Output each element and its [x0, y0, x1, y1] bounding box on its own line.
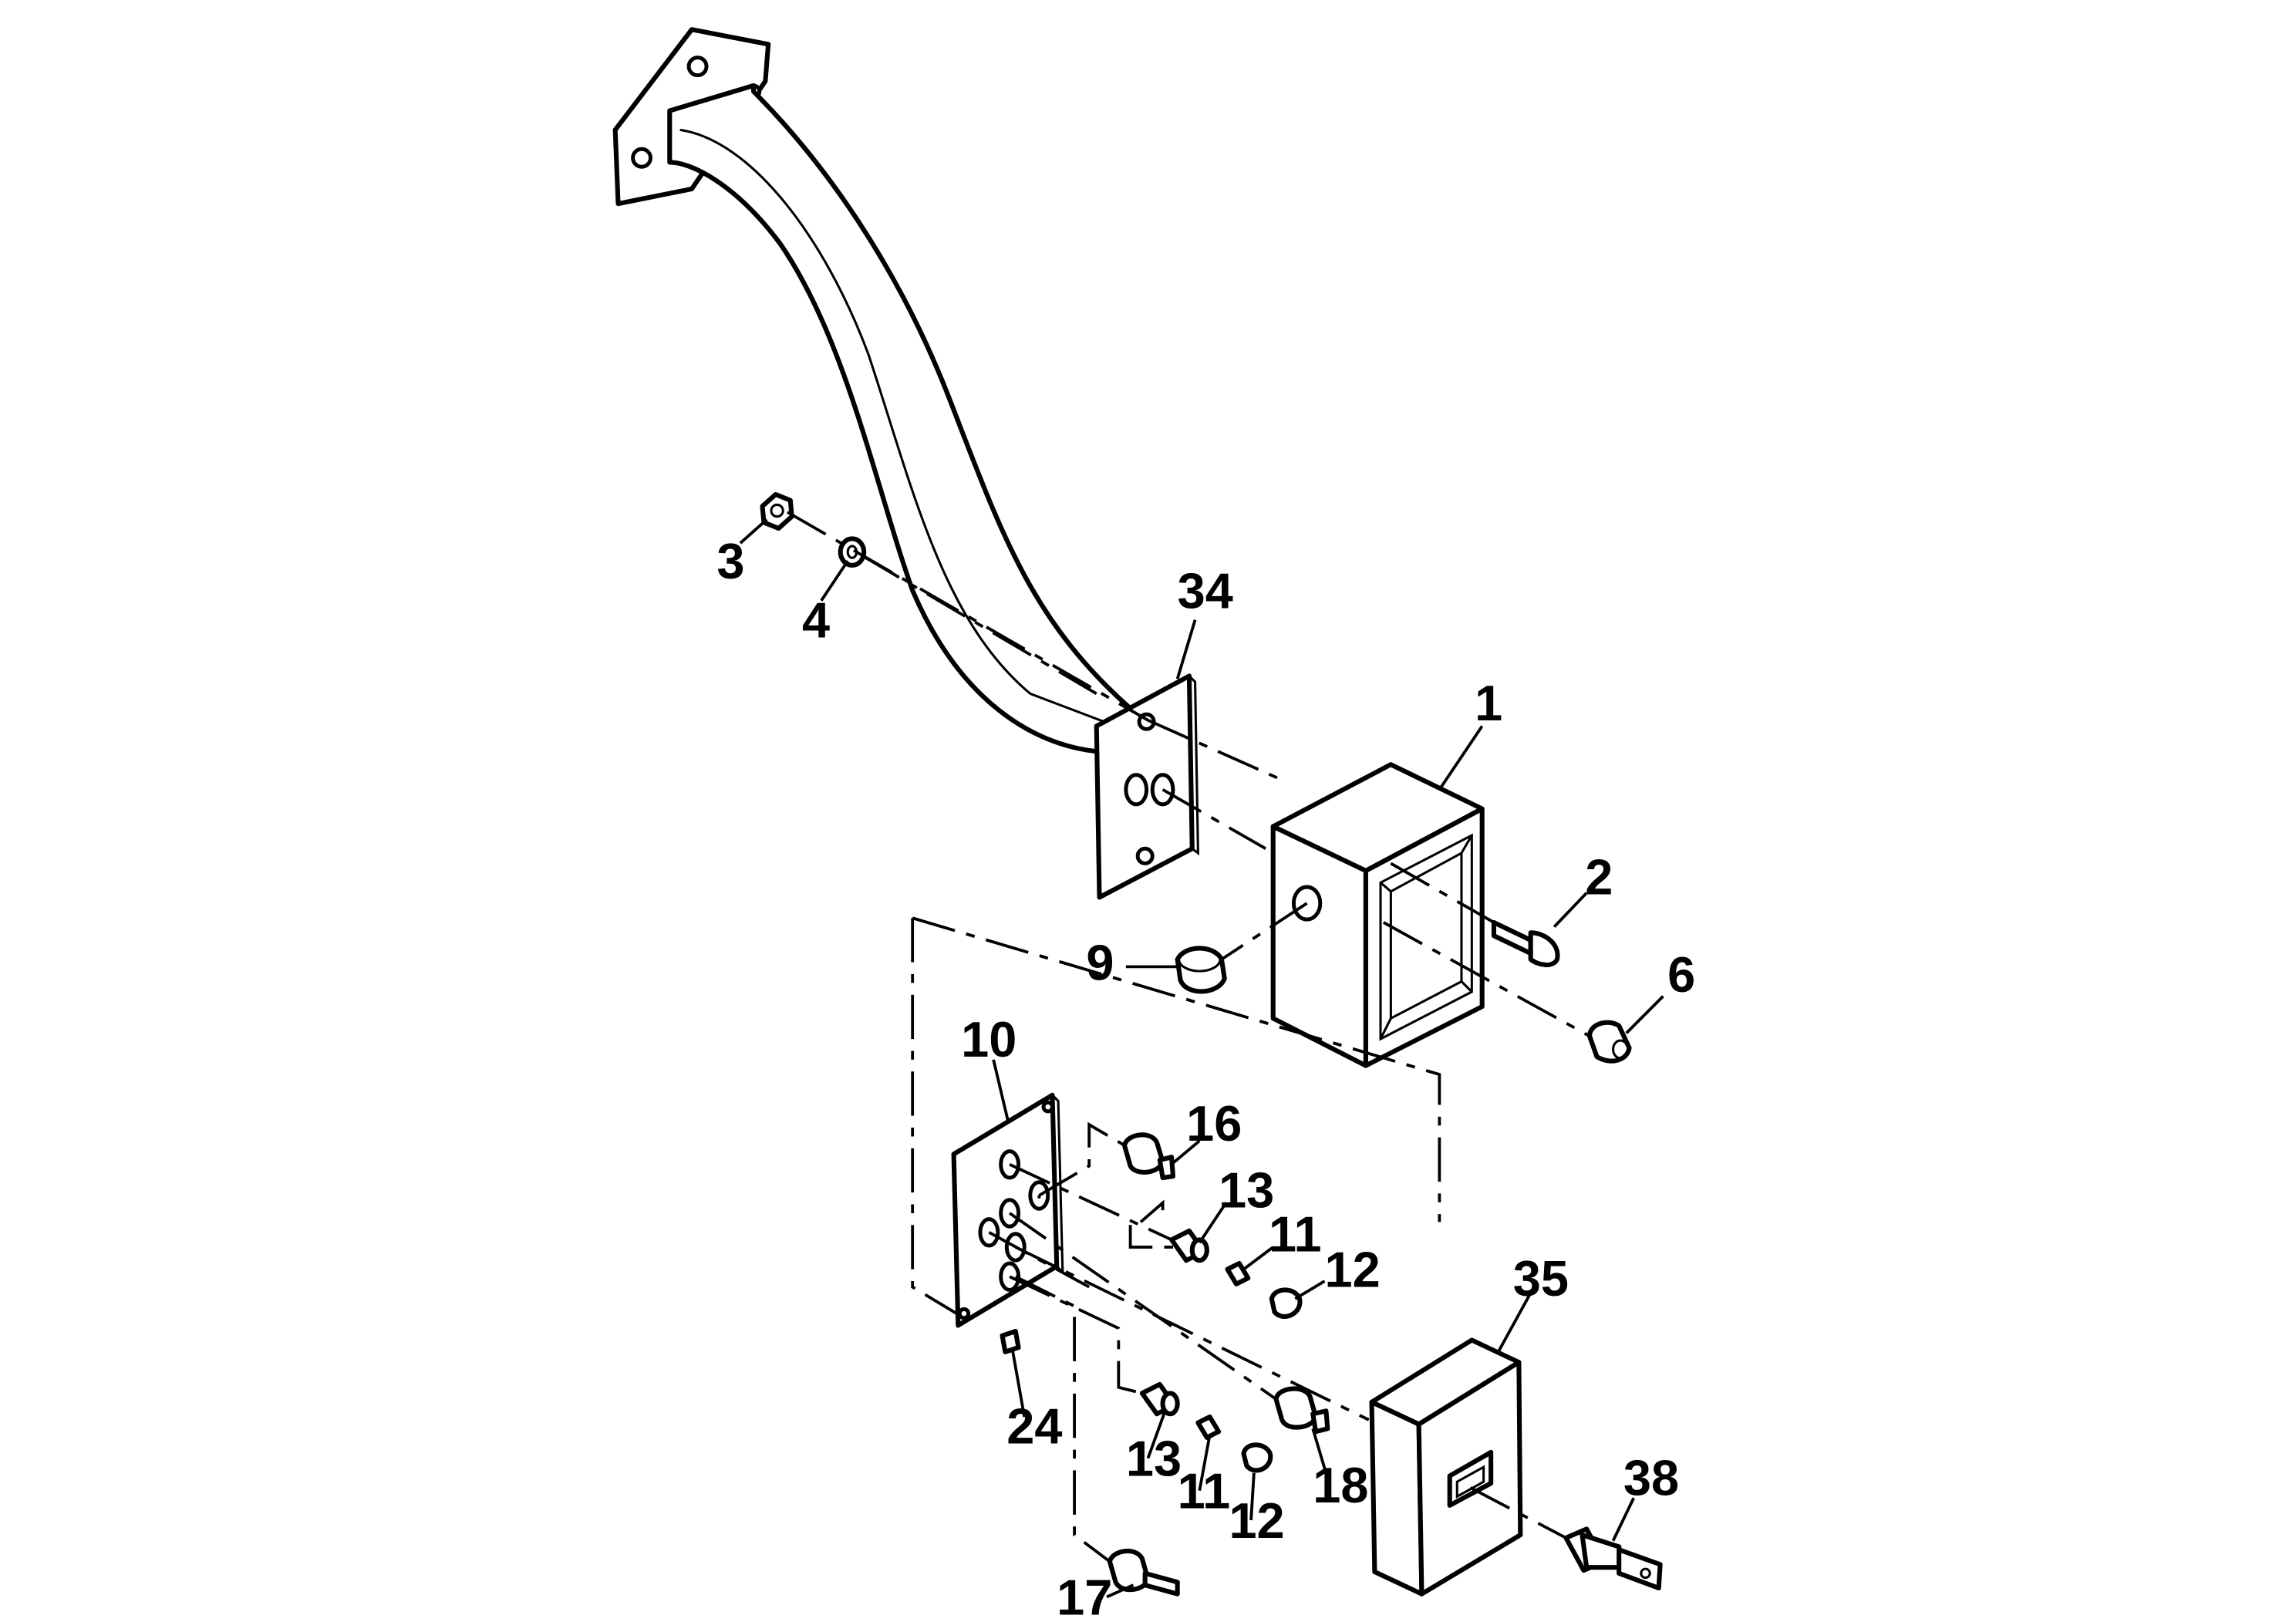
flange-hole	[631, 147, 652, 169]
callout-4: 4	[802, 592, 830, 649]
flange-hole	[686, 56, 709, 78]
lamp-holder-13a	[1168, 1228, 1209, 1263]
plate-hole	[1135, 846, 1155, 865]
callout-34: 34	[1178, 562, 1233, 619]
box-side-hole	[1291, 885, 1323, 922]
switch-18	[1273, 1386, 1330, 1435]
plate-hole	[1124, 773, 1149, 807]
callout-2: 2	[1585, 849, 1613, 905]
leader-lines	[739, 518, 1664, 1599]
switch-17	[1107, 1549, 1180, 1597]
cap-nut-6	[1586, 1020, 1632, 1064]
bulb-11a	[1225, 1260, 1251, 1286]
plug-9	[1175, 946, 1227, 994]
screw-24	[1000, 1328, 1021, 1354]
callout-11b: 11	[1178, 1463, 1231, 1519]
callout-13b: 13	[1126, 1430, 1182, 1486]
key-switch-38	[1563, 1526, 1663, 1591]
screw-2	[1491, 919, 1560, 968]
callout-17: 17	[1057, 1569, 1112, 1622]
nut-3	[760, 491, 794, 531]
lens-cap-12b	[1241, 1442, 1273, 1473]
callout-3: 3	[716, 533, 744, 589]
washer-4	[838, 536, 867, 568]
callout-24: 24	[1006, 1398, 1062, 1454]
callout-13a: 13	[1219, 1162, 1274, 1218]
callout-38: 38	[1623, 1449, 1679, 1506]
callout-16: 16	[1186, 1095, 1242, 1152]
cover-box-35	[1369, 1337, 1523, 1597]
arm-tube-edge	[679, 128, 1117, 727]
plate-hole	[1150, 773, 1175, 807]
callout-12b: 12	[1229, 1492, 1284, 1549]
lens-cap-12a	[1269, 1287, 1303, 1319]
assembly-lines	[787, 511, 1590, 1563]
callout-10: 10	[961, 1011, 1017, 1067]
callout-labels: 3 4 34 1 2 6 9 10 16 13 11 12 35 24 13 1…	[716, 533, 1695, 1622]
bulb-11b	[1195, 1414, 1222, 1440]
arm-tube	[667, 83, 1133, 755]
support-arm	[612, 27, 1133, 755]
callout-35: 35	[1513, 1250, 1569, 1307]
callout-6: 6	[1667, 946, 1695, 1003]
callout-18: 18	[1313, 1457, 1368, 1513]
switch-16	[1121, 1132, 1175, 1181]
callout-12a: 12	[1324, 1242, 1380, 1298]
arm-tube-top	[669, 84, 754, 112]
callout-1: 1	[1475, 675, 1502, 731]
callout-11a: 11	[1269, 1206, 1322, 1263]
enclosure-box-1	[1270, 762, 1485, 1068]
lamp-holder-13b	[1139, 1381, 1180, 1417]
callout-9: 9	[1086, 935, 1114, 991]
